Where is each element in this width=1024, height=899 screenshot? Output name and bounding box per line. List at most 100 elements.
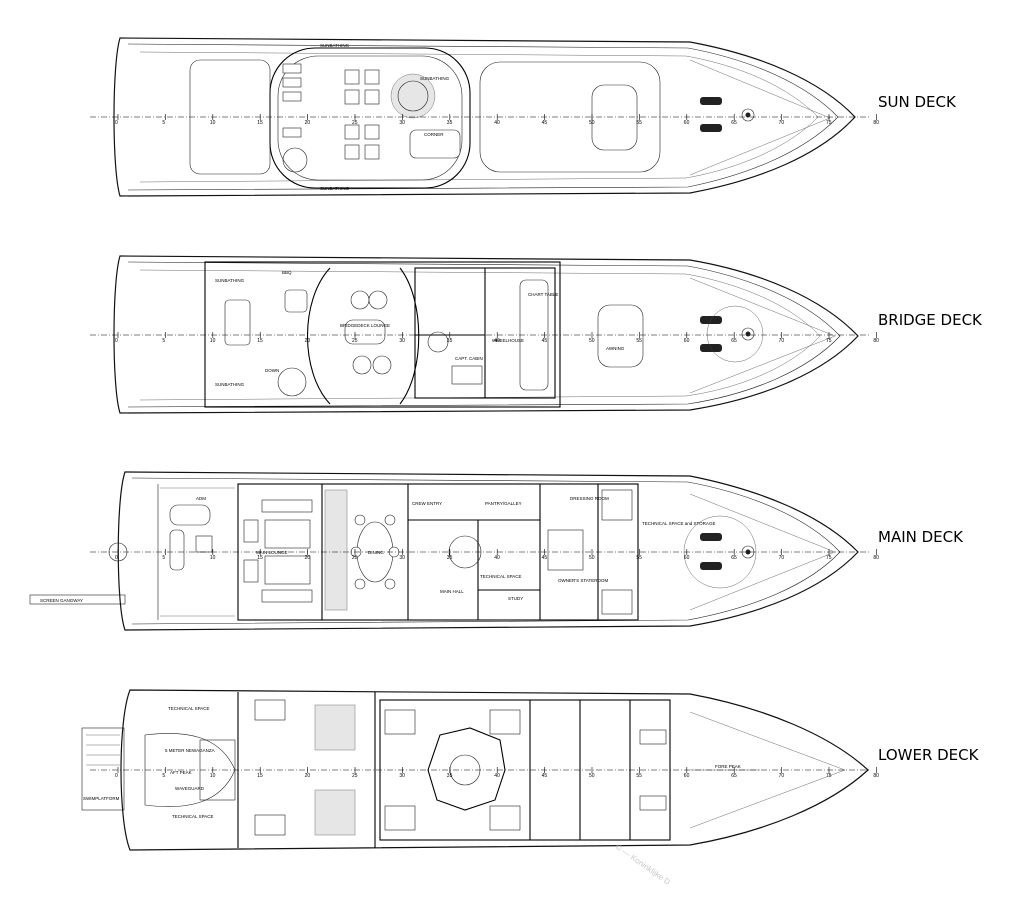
frame-tick-label: 5 bbox=[162, 773, 165, 779]
lower-label-2: 5 METER NEWAGANZA bbox=[165, 748, 215, 753]
frame-tick-label: 55 bbox=[636, 120, 642, 126]
sun-label-3: SUNBATHING bbox=[320, 43, 350, 48]
frame-tick-label: 70 bbox=[779, 338, 785, 344]
bridge-deck-title: BRIDGE DECK bbox=[878, 311, 983, 329]
frame-tick-label: 30 bbox=[399, 120, 405, 126]
lower-lobby bbox=[427, 727, 506, 811]
frame-tick-label: 65 bbox=[731, 338, 737, 344]
swim-platform bbox=[81, 727, 125, 811]
frame-tick-label: 60 bbox=[684, 338, 690, 344]
lower-label-5: SWIMPLATFORM bbox=[83, 796, 120, 801]
main-label-11: ADM bbox=[196, 496, 206, 501]
frame-tick-label: 5 bbox=[162, 120, 165, 126]
frame-tick-label: 50 bbox=[589, 555, 595, 561]
frame-tick-label: 25 bbox=[352, 773, 358, 779]
lower-label-6: TECHNICAL SPACE bbox=[172, 814, 214, 819]
engines bbox=[199, 699, 356, 836]
sun-label-1: SUNBATHING bbox=[420, 76, 450, 81]
frame-tick-label: 55 bbox=[636, 338, 642, 344]
bridge-housing bbox=[204, 261, 561, 408]
lower-label-7: FORE PEAK bbox=[715, 764, 741, 769]
bridge-label-4: CAPT. CABIN bbox=[455, 356, 483, 361]
watermark: © — Koninklijke D bbox=[614, 842, 672, 887]
bridge-label-8: CHART TABLE bbox=[528, 292, 558, 297]
frame-tick-label: 0 bbox=[115, 773, 118, 779]
frame-tick-label: 0 bbox=[115, 338, 118, 344]
frame-tick-label: 50 bbox=[589, 120, 595, 126]
frame-tick-label: 35 bbox=[447, 338, 453, 344]
main-label-5: TECHNICAL SPACE bbox=[480, 574, 522, 579]
bridge-windlass bbox=[700, 305, 764, 363]
anchor-windlass bbox=[700, 97, 755, 132]
frame-tick-label: 50 bbox=[589, 338, 595, 344]
frame-tick-label: 60 bbox=[684, 555, 690, 561]
frame-tick-label: 45 bbox=[542, 555, 548, 561]
lower-deck-title: LOWER DECK bbox=[878, 746, 980, 764]
frame-tick-label: 25 bbox=[352, 555, 358, 561]
frame-tick-label: 10 bbox=[210, 555, 216, 561]
bridge-label-1: SUNBATHING bbox=[215, 278, 245, 283]
sun-loungers bbox=[282, 63, 302, 138]
sun-label-4: SUNBATHING bbox=[320, 186, 350, 191]
frame-tick-label: 70 bbox=[779, 555, 785, 561]
sun-deck-tables bbox=[344, 69, 380, 160]
frame-tick-label: 50 bbox=[589, 773, 595, 779]
frame-tick-label: 0 bbox=[115, 120, 118, 126]
sun-deck-hull bbox=[113, 37, 856, 197]
main-label-6: MAIN HALL bbox=[440, 589, 464, 594]
main-label-12: DRESSING ROOM bbox=[570, 496, 609, 501]
bridge-spiral-stair bbox=[277, 367, 307, 397]
bridge-deck: SUNBATHING BBQ BRIDGEDECK LOUNGE CAPT. C… bbox=[90, 255, 983, 414]
frame-tick-label: 25 bbox=[352, 120, 358, 126]
main-label-2: DINING bbox=[368, 550, 384, 555]
frame-tick-label: 15 bbox=[257, 120, 263, 126]
screen-gangway bbox=[29, 594, 126, 605]
frame-tick-label: 45 bbox=[542, 338, 548, 344]
bridge-label-6: SUNBATHING bbox=[215, 382, 245, 387]
jacuzzi bbox=[390, 73, 436, 119]
frame-tick-label: 20 bbox=[305, 773, 311, 779]
frame-tick-label: 55 bbox=[636, 555, 642, 561]
frame-tick-label: 45 bbox=[542, 773, 548, 779]
frame-tick-label: 55 bbox=[636, 773, 642, 779]
spiral-stair bbox=[282, 147, 308, 173]
frame-tick-label: 60 bbox=[684, 120, 690, 126]
lower-deck: TECHNICAL SPACE 5 METER NEWAGANZA AFT PE… bbox=[81, 689, 980, 851]
frame-tick-label: 20 bbox=[305, 555, 311, 561]
frame-tick-label: 5 bbox=[162, 338, 165, 344]
frame-tick-label: 35 bbox=[447, 555, 453, 561]
frame-tick-label: 65 bbox=[731, 120, 737, 126]
lounge-furniture bbox=[224, 289, 392, 375]
frame-tick-label: 65 bbox=[731, 773, 737, 779]
main-label-4: PANTRY/GALLEY bbox=[485, 501, 522, 506]
main-label-1: MAIN LOUNGE bbox=[256, 550, 288, 555]
frame-tick-label: 75 bbox=[826, 338, 832, 344]
main-label-10: SCREEN GANGWAY bbox=[40, 598, 83, 603]
frame-tick-label: 75 bbox=[826, 773, 832, 779]
frame-tick-label: 15 bbox=[257, 555, 263, 561]
sun-deck-title: SUN DECK bbox=[878, 93, 957, 111]
frame-tick-label: 40 bbox=[494, 555, 500, 561]
lower-label-3: AFT PEAK bbox=[170, 770, 192, 775]
main-label-8: OWNER'S STATEROOM bbox=[558, 578, 608, 583]
frame-tick-label: 65 bbox=[731, 555, 737, 561]
frame-tick-label: 70 bbox=[779, 120, 785, 126]
frame-tick-label: 40 bbox=[494, 338, 500, 344]
frame-tick-label: 40 bbox=[494, 120, 500, 126]
owner-bed bbox=[547, 529, 584, 571]
main-deck-title: MAIN DECK bbox=[878, 528, 964, 546]
frame-tick-label: 75 bbox=[826, 120, 832, 126]
frame-tick-label: 5 bbox=[162, 555, 165, 561]
frame-tick-label: 10 bbox=[210, 773, 216, 779]
frame-tick-label: 75 bbox=[826, 555, 832, 561]
frame-tick-label: 10 bbox=[210, 120, 216, 126]
lower-label-1: TECHNICAL SPACE bbox=[168, 706, 210, 711]
frame-tick-label: 80 bbox=[873, 555, 879, 561]
frame-tick-label: 20 bbox=[305, 338, 311, 344]
frame-tick-label: 80 bbox=[873, 338, 879, 344]
main-deck: MAIN LOUNGE DINING CREW ENTRY PANTRY/GAL… bbox=[29, 471, 964, 631]
frame-tick-label: 80 bbox=[873, 773, 879, 779]
main-label-3: CREW ENTRY bbox=[412, 501, 442, 506]
frame-tick-label: 10 bbox=[210, 338, 216, 344]
